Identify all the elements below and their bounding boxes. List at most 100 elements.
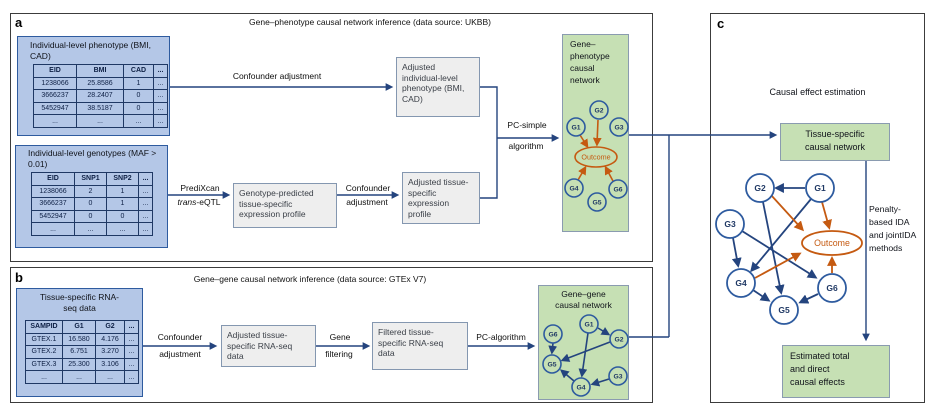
confounder-adjustment-2-line2: adjustment — [346, 197, 388, 207]
table-header-cell: BMI — [76, 64, 124, 78]
trans-eqtl-rest: -eQTL — [196, 197, 221, 207]
table-header-cell: SNP2 — [106, 172, 139, 186]
gene-gene-network-title-text: Gene–gene causal network — [555, 289, 612, 311]
table-cell: 0 — [74, 209, 107, 224]
table-cell: ... — [153, 89, 168, 103]
table-cell: 4.176 — [95, 332, 125, 347]
trans-eqtl-italic: trans — [177, 197, 197, 207]
filtered-rnaseq-box: Filtered tissue-specific RNA-seq data — [372, 322, 468, 370]
estimated-effects-label: Estimated total and direct causal effect… — [790, 351, 850, 387]
table-header-cell: G2 — [95, 320, 125, 334]
table-row: ............ — [25, 370, 139, 384]
table-cell: ... — [33, 114, 77, 128]
table-cell: ... — [153, 76, 168, 91]
adjusted-expression-box: Adjusted tissue-specific expression prof… — [402, 172, 480, 224]
confounder-adjustment-label-1: Confounder adjustment — [232, 71, 322, 81]
table-cell: 5452947 — [31, 209, 75, 224]
table-cell: 0 — [74, 197, 107, 211]
pc-algorithm-label: PC-algorithm — [476, 332, 526, 342]
table-cell: 25.8586 — [76, 76, 124, 91]
table-cell: ... — [62, 370, 96, 384]
table-cell: ... — [124, 345, 139, 359]
table-header-cell: ... — [153, 64, 168, 78]
gene-filtering-line2: filtering — [325, 349, 353, 359]
table-cell: 0 — [123, 101, 154, 116]
rnaseq-box-title-text: Tissue-specific RNA-seq data — [39, 292, 120, 313]
table-header-cell: ... — [138, 172, 153, 186]
gene-phenotype-network-title: Gene–phenotype causal network — [570, 39, 610, 85]
table-cell: 1238066 — [31, 184, 75, 199]
panel-b-label: b — [15, 270, 23, 285]
trans-eqtl-label: trans-eQTL — [178, 197, 221, 207]
table-cell: 6.751 — [62, 345, 96, 359]
table-header-cell: CAD — [123, 64, 154, 78]
table-row: ............ — [31, 222, 153, 236]
table-cell: 1238066 — [33, 76, 77, 91]
table-cell: 3.270 — [95, 345, 125, 359]
table-cell: 1 — [106, 197, 139, 211]
table-cell: ... — [153, 101, 168, 116]
panel-c-border — [710, 13, 925, 403]
table-header-cell: SAMPID — [25, 320, 63, 334]
tissue-specific-network-box — [780, 123, 890, 161]
table-header-cell: ... — [124, 320, 139, 334]
table-cell: ... — [31, 222, 75, 236]
table-cell: 0 — [106, 209, 139, 224]
table-cell: ... — [124, 357, 139, 372]
table-cell: GTEX.3 — [25, 357, 63, 372]
table-cell: ... — [153, 114, 168, 128]
adjusted-phenotype-box: Adjusted individual-level phenotype (BMI… — [396, 57, 480, 117]
table-cell: 0 — [123, 89, 154, 103]
table-cell: 25.300 — [62, 357, 96, 372]
table-row: ............ — [33, 114, 168, 128]
table-cell: 2 — [74, 184, 107, 199]
table-cell: 16.580 — [62, 332, 96, 347]
phenotype-box-title: Individual-level phenotype (BMI, CAD) — [30, 40, 151, 61]
genotype-box-title: Individual-level genotypes (MAF > 0.01) — [28, 148, 157, 169]
rnaseq-box-title: Tissue-specific RNA-seq data — [16, 292, 143, 313]
table-cell: GTEX.2 — [25, 345, 63, 359]
table-cell: 28.2407 — [76, 89, 124, 103]
table-cell: ... — [138, 222, 153, 236]
table-cell: GTEX.1 — [25, 332, 63, 347]
table-cell: 5452947 — [33, 101, 77, 116]
table-cell: 3.106 — [95, 357, 125, 372]
panel-b-title: Gene–gene causal network inference (data… — [193, 274, 427, 284]
table-header-cell: EID — [31, 172, 75, 186]
genotype-predicted-box: Genotype-predicted tissue-specific expre… — [233, 183, 337, 228]
table-cell: ... — [95, 370, 125, 384]
pc-simple-label-line1: PC-simple — [507, 120, 547, 130]
penalty-ida-method-label: Penalty-based IDA and jointIDA methods — [869, 204, 916, 253]
table-cell: ... — [124, 370, 139, 384]
panel-a-label: a — [15, 15, 23, 30]
table-cell: 3666237 — [33, 89, 77, 103]
estimated-effects-box — [782, 345, 890, 398]
table-cell: 1 — [123, 76, 154, 91]
tissue-specific-network-label: Tissue-specific causal network — [780, 128, 890, 154]
table-cell: ... — [138, 184, 153, 199]
table-cell: ... — [138, 197, 153, 211]
table-cell: ... — [74, 222, 107, 236]
panel-c-title: Causal effect estimation — [769, 87, 866, 97]
table-cell: ... — [25, 370, 63, 384]
confounder-adjustment-b-line1: Confounder — [157, 332, 203, 342]
gene-filtering-line1: Gene — [329, 332, 351, 342]
table-cell: 38.5187 — [76, 101, 124, 116]
panel-a-title: Gene–phenotype causal network inference … — [249, 17, 491, 27]
confounder-adjustment-b-line2: adjustment — [159, 349, 201, 359]
